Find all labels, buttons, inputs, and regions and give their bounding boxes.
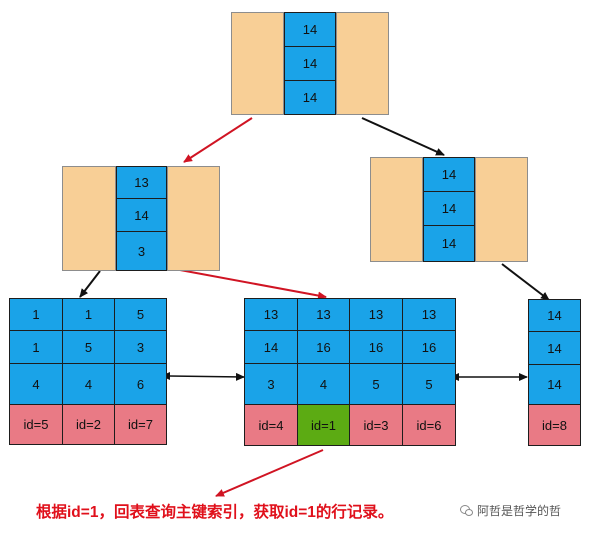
arrow-root-to-mid-left: [183, 117, 253, 163]
leaf-right-cell: 14: [528, 299, 581, 332]
leaf-left-id: id=2: [62, 404, 115, 445]
caption-text: 根据id=1，回表查询主键索引，获取id=1的行记录。: [36, 504, 394, 521]
leaf-mid-id-highlight: id=1: [297, 404, 350, 446]
leaf-right-cell: 14: [528, 331, 581, 365]
leaf-mid-cell: 5: [402, 363, 456, 405]
leaf-mid-cell: 3: [244, 363, 298, 405]
mid-right-key: 14: [423, 191, 475, 226]
watermark-text: 阿哲是哲学的哲: [477, 504, 562, 518]
arrow-mid-left-to-leaf-left: [79, 270, 101, 298]
leaf-left-cell: 5: [114, 298, 167, 331]
wechat-icon: [460, 505, 473, 516]
mid-right-node-right-pad: [475, 157, 528, 262]
leaf-mid-cell: 13: [244, 298, 298, 331]
leaf-left-cell: 1: [9, 298, 63, 331]
leaf-right-id: id=8: [528, 404, 581, 446]
leaf-mid-id: id=4: [244, 404, 298, 446]
leaf-right-cell: 14: [528, 364, 581, 405]
leaf-mid-cell: 16: [402, 330, 456, 364]
root-node-left-pad: [231, 12, 284, 115]
mid-left-node-right-pad: [167, 166, 220, 271]
mid-right-key: 14: [423, 225, 475, 262]
mid-right-key: 14: [423, 157, 475, 192]
root-key: 14: [284, 12, 336, 47]
leaf-left-cell: 4: [62, 363, 115, 405]
leaf-left-cell: 5: [62, 330, 115, 364]
leaf-mid-id: id=6: [402, 404, 456, 446]
leaf-left-cell: 1: [9, 330, 63, 364]
root-node-right-pad: [336, 12, 389, 115]
leaf-left-id: id=5: [9, 404, 63, 445]
leaf-mid-cell: 4: [297, 363, 350, 405]
arrow-mid-left-to-leaf-mid: [179, 269, 327, 300]
mid-left-node-left-pad: [62, 166, 116, 271]
leaf-left-cell: 3: [114, 330, 167, 364]
leaf-left-cell: 4: [9, 363, 63, 405]
mid-left-key: 14: [116, 198, 167, 232]
arrow-root-to-mid-right: [361, 117, 445, 156]
arrow-id1-to-caption: [215, 449, 324, 497]
root-key: 14: [284, 80, 336, 115]
mid-left-key: 13: [116, 166, 167, 199]
arrow-mid-right-to-leaf-right: [501, 263, 550, 301]
root-key: 14: [284, 46, 336, 81]
leaf-mid-cell: 16: [297, 330, 350, 364]
leaf-mid-cell: 13: [297, 298, 350, 331]
link-leaf-left-mid: [161, 372, 245, 381]
leaf-mid-id: id=3: [349, 404, 403, 446]
leaf-mid-cell: 5: [349, 363, 403, 405]
leaf-left-cell: 1: [62, 298, 115, 331]
leaf-left-cell: 6: [114, 363, 167, 405]
watermark: 阿哲是哲学的哲: [460, 502, 561, 519]
leaf-mid-cell: 13: [402, 298, 456, 331]
mid-right-node-left-pad: [370, 157, 423, 262]
mid-left-key: 3: [116, 231, 167, 271]
leaf-mid-cell: 13: [349, 298, 403, 331]
leaf-mid-cell: 14: [244, 330, 298, 364]
leaf-mid-cell: 16: [349, 330, 403, 364]
leaf-left-id: id=7: [114, 404, 167, 445]
